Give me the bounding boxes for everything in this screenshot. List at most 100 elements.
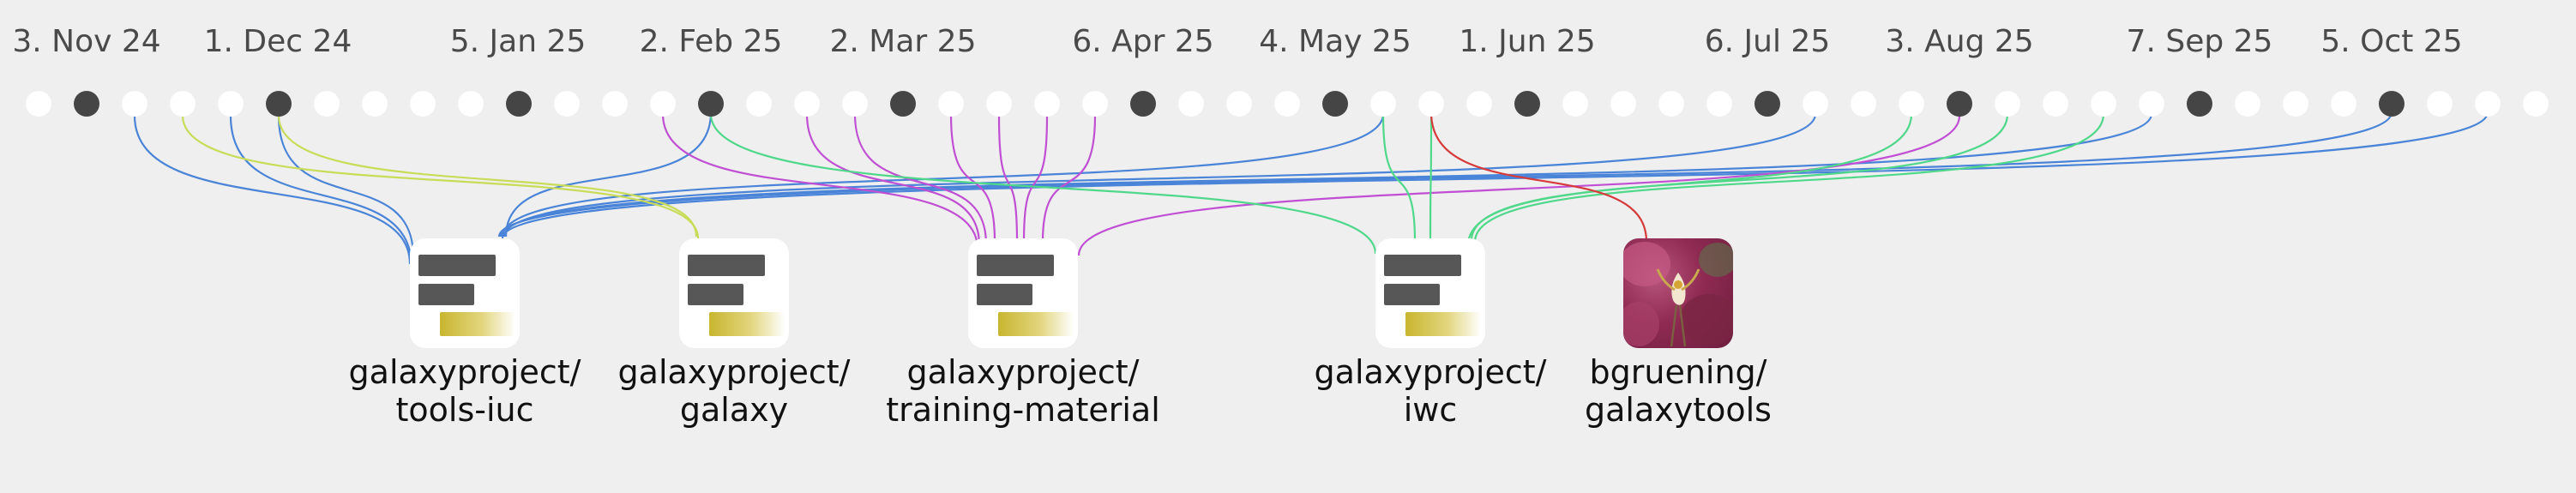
week-dot[interactable] [1082, 91, 1108, 117]
week-dot[interactable] [2235, 91, 2260, 117]
date-label: 5. Oct 25 [2320, 24, 2463, 59]
contribution-link [501, 111, 2489, 239]
week-dot[interactable] [170, 91, 196, 117]
repo-name: iwc [1403, 391, 1458, 429]
repo-iwc[interactable]: galaxyproject/ iwc [1276, 238, 1585, 429]
week-dot[interactable] [2043, 91, 2068, 117]
week-dot-active[interactable] [698, 91, 724, 117]
week-dot[interactable] [1562, 91, 1588, 117]
week-dot[interactable] [986, 91, 1012, 117]
repo-label[interactable]: galaxyproject/ tools-iuc [349, 353, 581, 429]
repo-label[interactable]: bgruening/ galaxytools [1585, 353, 1772, 429]
week-dot[interactable] [1851, 91, 1876, 117]
week-dot[interactable] [2283, 91, 2308, 117]
contribution-link [1022, 115, 1049, 243]
week-dot[interactable] [1658, 91, 1684, 117]
week-dot[interactable] [1899, 91, 1924, 117]
week-dot[interactable] [1034, 91, 1060, 117]
date-label: 1. Jun 25 [1459, 24, 1596, 59]
contribution-link [501, 113, 1385, 237]
repo-galaxytools[interactable]: bgruening/ galaxytools [1524, 238, 1833, 429]
week-dot[interactable] [1466, 91, 1492, 117]
contribution-link [504, 111, 713, 237]
week-dot[interactable] [2523, 91, 2549, 117]
week-dot-active[interactable] [506, 91, 532, 117]
week-dot-active[interactable] [890, 91, 916, 117]
date-label: 6. Jul 25 [1704, 24, 1831, 59]
week-dots [26, 91, 2549, 117]
week-dot[interactable] [1370, 91, 1396, 117]
week-dot[interactable] [650, 91, 676, 117]
week-dot[interactable] [410, 91, 436, 117]
week-dot[interactable] [458, 91, 484, 117]
repo-name: tools-iuc [395, 391, 534, 429]
date-label: 3. Aug 25 [1885, 24, 2034, 59]
repo-owner: bgruening/ [1589, 353, 1767, 391]
orchid-avatar-icon [1623, 238, 1733, 348]
week-dot[interactable] [602, 91, 628, 117]
date-label: 4. May 25 [1259, 24, 1411, 59]
contribution-link [1381, 113, 1417, 243]
week-dot[interactable] [1995, 91, 2020, 117]
week-dot[interactable] [2139, 91, 2164, 117]
repo-bars-icon [410, 238, 520, 348]
week-dot[interactable] [2331, 91, 2356, 117]
repo-tools-iuc[interactable]: galaxyproject/ tools-iuc [310, 238, 619, 429]
week-dot[interactable] [2091, 91, 2116, 117]
week-dot[interactable] [1706, 91, 1732, 117]
week-dot-active[interactable] [1947, 91, 1972, 117]
repo-owner: galaxyproject/ [1314, 353, 1547, 391]
week-dot[interactable] [2427, 91, 2453, 117]
repo-name: training-material [886, 391, 1160, 429]
repo-label[interactable]: galaxyproject/ training-material [886, 353, 1160, 429]
week-dot-active[interactable] [1130, 91, 1156, 117]
repo-label[interactable]: galaxyproject/ iwc [1315, 353, 1547, 429]
week-dot-active[interactable] [1514, 91, 1540, 117]
contribution-link [1429, 111, 1648, 243]
contribution-link [277, 115, 415, 258]
repo-owner: galaxyproject/ [617, 353, 851, 391]
week-dot[interactable] [1226, 91, 1252, 117]
repo-bars-icon [679, 238, 789, 348]
week-dot-active[interactable] [74, 91, 99, 117]
week-dot[interactable] [746, 91, 772, 117]
contribution-link [503, 113, 1817, 237]
week-dot[interactable] [938, 91, 964, 117]
week-dot[interactable] [1610, 91, 1636, 117]
week-dot-active[interactable] [266, 91, 292, 117]
week-dot[interactable] [26, 91, 51, 117]
repo-training-material[interactable]: galaxyproject/ training-material [869, 238, 1177, 429]
week-dot-active[interactable] [2379, 91, 2404, 117]
week-dot[interactable] [554, 91, 580, 117]
contribution-link [661, 113, 979, 250]
contribution-link [1429, 115, 1433, 243]
week-dot[interactable] [362, 91, 388, 117]
contribution-link [229, 115, 413, 268]
week-dot[interactable] [794, 91, 820, 117]
week-dot-active[interactable] [1754, 91, 1780, 117]
week-dot-active[interactable] [1322, 91, 1348, 117]
repo-bars-icon [968, 238, 1078, 348]
date-label: 6. Apr 25 [1072, 24, 1214, 59]
week-dot[interactable] [1178, 91, 1204, 117]
week-dot[interactable] [1803, 91, 1828, 117]
contribution-link [949, 113, 996, 243]
week-dot-active[interactable] [2187, 91, 2212, 117]
week-dot[interactable] [218, 91, 244, 117]
week-dot[interactable] [1274, 91, 1300, 117]
repo-name: galaxy [679, 391, 789, 429]
contribution-link [497, 111, 2393, 237]
repo-owner: galaxyproject/ [348, 353, 581, 391]
date-label: 1. Dec 24 [203, 24, 352, 59]
contribution-link [1470, 113, 2009, 241]
week-dot[interactable] [314, 91, 340, 117]
week-dot[interactable] [2475, 91, 2501, 117]
repo-label[interactable]: galaxyproject/ galaxy [618, 353, 851, 429]
repo-galaxy[interactable]: galaxyproject/ galaxy [580, 238, 888, 429]
contribution-link [181, 115, 700, 239]
week-dot[interactable] [842, 91, 868, 117]
week-dot[interactable] [1418, 91, 1444, 117]
contribution-link [997, 115, 1019, 243]
week-dot[interactable] [122, 91, 147, 117]
